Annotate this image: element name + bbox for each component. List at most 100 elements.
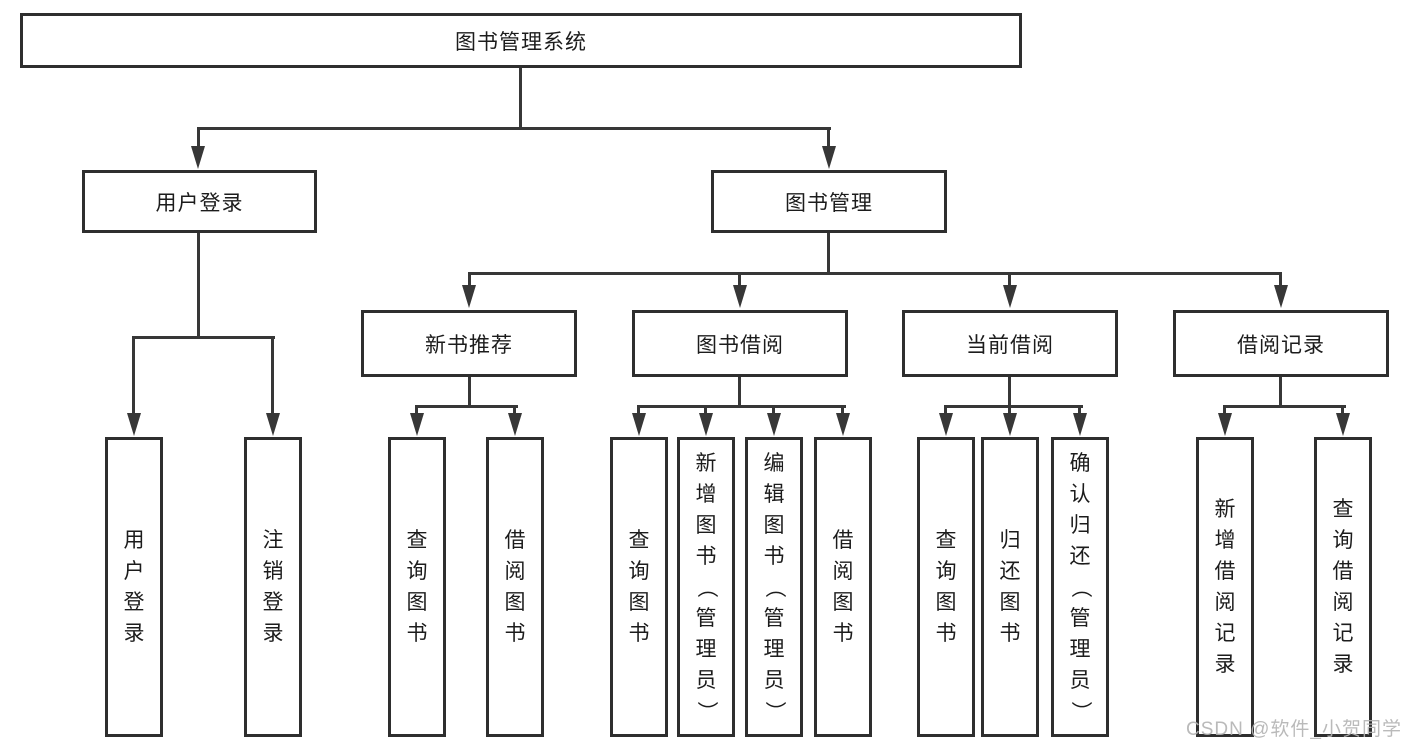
connector-line (1279, 377, 1282, 408)
connector-line (1008, 272, 1011, 289)
leaf-label: 注销登录 (247, 440, 299, 734)
vertical-char: 销 (262, 560, 284, 583)
vertical-char: 管 (695, 606, 717, 630)
vertical-char: 书 (628, 622, 650, 645)
vertical-char: 认 (1069, 482, 1091, 506)
connector-line (415, 405, 418, 415)
leaf-label: 确认归还（管理员） (1054, 440, 1106, 734)
leaf-label: 归还图书 (984, 440, 1036, 734)
leaf-label: 查询图书 (391, 440, 443, 734)
vertical-char: 阅 (1214, 591, 1236, 614)
vertical-char: ） (1068, 700, 1092, 722)
vertical-char: 编 (763, 451, 785, 475)
vertical-char: 理 (1069, 637, 1091, 661)
leaf-add-borrow-record: 新增借阅记录 (1196, 437, 1254, 737)
arrow-down-icon (733, 285, 747, 308)
node-label: 借阅记录 (1237, 333, 1325, 357)
vertical-char: 图 (935, 591, 957, 614)
vertical-char: 查 (628, 529, 650, 552)
node-book-management: 图书管理 (711, 170, 947, 233)
vertical-char: 阅 (504, 560, 526, 583)
connector-line (197, 233, 200, 339)
vertical-char: 还 (1069, 544, 1091, 568)
arrow-down-icon (410, 413, 424, 436)
leaf-return-books: 归还图书 (981, 437, 1039, 737)
leaf-user-login: 用户登录 (105, 437, 163, 737)
connector-line (738, 377, 741, 408)
vertical-char: 图 (999, 591, 1021, 614)
leaf-logout: 注销登录 (244, 437, 302, 737)
vertical-char: 增 (1214, 529, 1236, 552)
vertical-char: 阅 (832, 560, 854, 583)
connector-line (827, 127, 830, 149)
leaf-confirm-return-admin: 确认归还（管理员） (1051, 437, 1109, 737)
vertical-char: 图 (504, 591, 526, 614)
connector-line (519, 68, 522, 129)
connector-line (197, 127, 200, 149)
connector-line (841, 405, 844, 415)
connector-line (637, 405, 846, 408)
vertical-char: ） (762, 700, 786, 722)
connector-line (1341, 405, 1344, 415)
connector-line (1008, 377, 1011, 408)
node-label: 新书推荐 (425, 333, 513, 357)
leaf-label: 查询图书 (613, 440, 665, 734)
leaf-borrow-books: 借阅图书 (814, 437, 872, 737)
vertical-char: 询 (628, 560, 650, 583)
node-label: 当前借阅 (966, 333, 1054, 357)
connector-line (738, 272, 741, 289)
vertical-char: （ (694, 576, 718, 598)
node-label: 图书管理系统 (455, 30, 587, 54)
vertical-char: 理 (695, 637, 717, 661)
vertical-char: 登 (123, 591, 145, 614)
connector-line (468, 272, 1282, 275)
vertical-char: 登 (262, 591, 284, 614)
vertical-char: 录 (1214, 653, 1236, 676)
leaf-label: 借阅图书 (489, 440, 541, 734)
arrow-down-icon (1073, 413, 1087, 436)
connector-line (827, 233, 830, 275)
vertical-char: 书 (832, 622, 854, 645)
vertical-char: 记 (1214, 622, 1236, 645)
vertical-char: 录 (262, 622, 284, 645)
leaf-label: 查询借阅记录 (1317, 440, 1369, 734)
connector-line (944, 405, 1083, 408)
leaf-query-books-current: 查询图书 (917, 437, 975, 737)
arrow-down-icon (1218, 413, 1232, 436)
vertical-char: 图 (406, 591, 428, 614)
vertical-char: 确 (1069, 451, 1091, 475)
vertical-char: 记 (1332, 622, 1354, 645)
leaf-label: 查询图书 (920, 440, 972, 734)
vertical-char: 借 (832, 529, 854, 552)
vertical-char: ） (694, 700, 718, 722)
vertical-char: （ (762, 576, 786, 598)
leaf-edit-books-admin: 编辑图书（管理员） (745, 437, 803, 737)
vertical-char: 阅 (1332, 591, 1354, 614)
connector-line (415, 405, 518, 408)
arrow-down-icon (1336, 413, 1350, 436)
vertical-char: 查 (1332, 498, 1354, 521)
vertical-char: 查 (935, 529, 957, 552)
vertical-char: 员 (1069, 668, 1091, 692)
connector-line (1223, 405, 1226, 415)
vertical-char: 图 (628, 591, 650, 614)
arrow-down-icon (462, 285, 476, 308)
vertical-char: 录 (123, 622, 145, 645)
vertical-char: 书 (763, 544, 785, 568)
vertical-char: 询 (935, 560, 957, 583)
vertical-char: 用 (123, 529, 145, 552)
vertical-char: 书 (695, 544, 717, 568)
vertical-char: 图 (763, 513, 785, 537)
arrow-down-icon (767, 413, 781, 436)
vertical-char: 新 (1214, 498, 1236, 521)
vertical-char: 询 (406, 560, 428, 583)
node-label: 图书管理 (785, 191, 873, 215)
connector-line (1279, 272, 1282, 289)
node-current-borrowing: 当前借阅 (902, 310, 1118, 377)
connector-line (637, 405, 640, 415)
vertical-char: 注 (262, 529, 284, 552)
vertical-char: 书 (935, 622, 957, 645)
arrow-down-icon (822, 146, 836, 169)
vertical-char: 询 (1332, 529, 1354, 552)
